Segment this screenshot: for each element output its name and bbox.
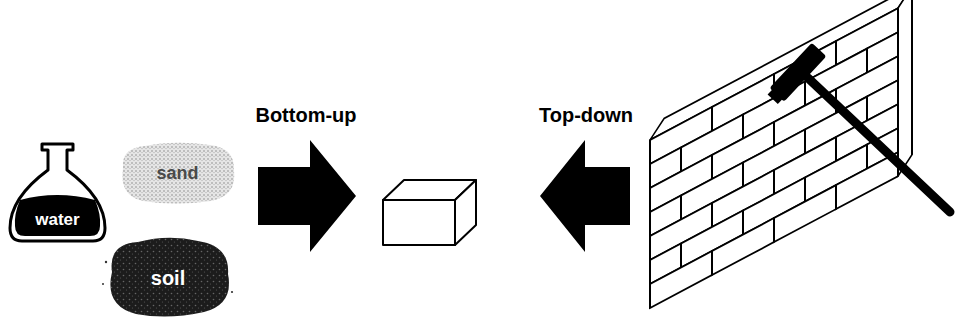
block-arrow (540, 140, 630, 252)
hammer (765, 43, 950, 212)
soil-patch: soil (98, 232, 238, 322)
node-text: sand (156, 162, 198, 185)
arrow-label: Top-down (539, 104, 633, 127)
node-text: water (35, 209, 79, 230)
arrow-label: Bottom-up (255, 104, 356, 127)
sand-patch: sand (115, 138, 240, 208)
brick (383, 180, 476, 245)
flask: water (5, 140, 110, 245)
brick-wall (650, 0, 912, 308)
block-arrow (258, 140, 356, 252)
node-text: soil (151, 266, 185, 291)
